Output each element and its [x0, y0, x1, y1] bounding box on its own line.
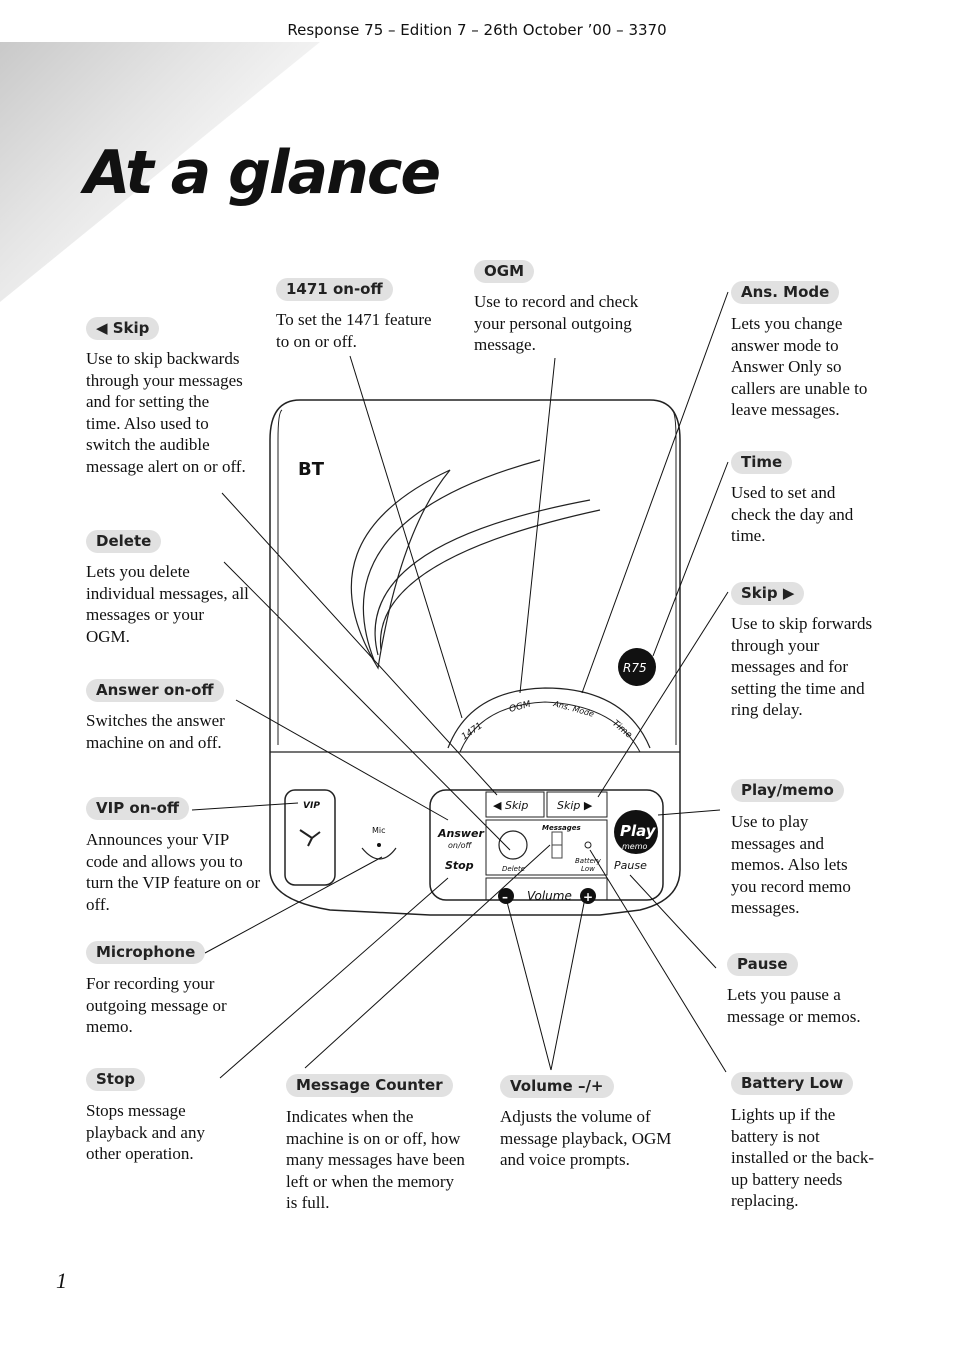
pause-key-label: Pause	[614, 859, 647, 872]
skip-fwd-key: Skip ▶	[557, 799, 593, 812]
stop-description: Stops message playback and any other ope…	[86, 1101, 205, 1163]
play-memo-description: Use to play messages and memos. Also let…	[731, 812, 851, 917]
stop-key-label: Stop	[445, 859, 474, 872]
volume-plus-key	[580, 888, 596, 904]
volume-label: Volume –/+	[500, 1075, 614, 1098]
skip-back-description: Use to skip backwards through your messa…	[86, 349, 246, 476]
ogm-description: Use to record and check your personal ou…	[474, 292, 639, 354]
counter-window	[485, 819, 608, 876]
ogm-label: OGM	[474, 260, 534, 283]
swoosh-1	[350, 469, 451, 670]
model-label: R75	[623, 661, 647, 675]
n1471-label: 1471 on-off	[276, 278, 393, 301]
skip-fwd-description: Use to skip forwards through your messag…	[731, 614, 873, 719]
key-ans-mode: Ans. Mode	[552, 699, 596, 719]
vip-on-off-label: VIP on-off	[86, 797, 190, 820]
battery-led	[584, 841, 592, 849]
play-key	[614, 810, 658, 854]
volume-minus-key	[498, 888, 514, 904]
volume-key-label: Volume	[527, 889, 572, 903]
message-counter-description: Indicates when the machine is on or off,…	[286, 1107, 465, 1212]
key-ogm: OGM	[508, 700, 532, 715]
delete-description: Lets you delete individual messages, all…	[86, 562, 249, 646]
pause-label: Pause	[727, 953, 798, 976]
play-key-label: Play	[620, 822, 657, 840]
ans-mode-label: Ans. Mode	[731, 281, 840, 304]
top-key-arc	[447, 687, 651, 749]
swoosh-3	[374, 499, 591, 656]
n1471-description: To set the 1471 feature to on or off.	[276, 310, 432, 351]
vip-panel	[284, 789, 336, 886]
leader-lines	[191, 291, 729, 1079]
swoosh-2	[362, 459, 541, 661]
vip-key-label: VIP	[303, 801, 320, 811]
low-label: Low	[581, 865, 595, 873]
time-label: Time	[731, 451, 793, 474]
page-title: At a glance	[84, 138, 441, 208]
brand-logo: BT	[298, 459, 325, 480]
ans-mode-description: Lets you change answer mode to Answer On…	[731, 314, 868, 419]
mic-label: Mic	[372, 826, 386, 835]
pause-description: Lets you pause a message or memos.	[727, 985, 861, 1026]
answer-on-off-label: Answer on-off	[86, 679, 224, 702]
battery-low-label: Battery Low	[731, 1072, 854, 1095]
device-body	[269, 399, 681, 916]
skip-back-label: ◀ Skip	[86, 317, 160, 340]
vip-on-off-description: Announces your VIP code and allows you t…	[86, 830, 261, 914]
svg-text:+: +	[583, 890, 593, 904]
delete-key	[498, 830, 528, 860]
answer-on-off-description: Switches the answer machine on and off.	[86, 711, 225, 752]
volume-description: Adjusts the volume of message playback, …	[500, 1107, 672, 1169]
page-header: Response 75 – Edition 7 – 26th October ’…	[287, 21, 667, 39]
messages-label: Messages	[542, 824, 581, 832]
answer-key-label: Answer	[437, 827, 485, 840]
stop-label: Stop	[86, 1068, 146, 1091]
key-1471: 1471	[460, 721, 484, 742]
model-badge	[618, 648, 656, 686]
delete-label: Delete	[86, 530, 162, 553]
message-counter-label: Message Counter	[286, 1074, 453, 1097]
play-memo-label: Play/memo	[731, 779, 844, 802]
time-description: Used to set and check the day and time.	[731, 483, 854, 545]
on-off-label: on/off	[448, 841, 473, 850]
swoosh-4	[379, 509, 601, 651]
memo-key-label: memo	[622, 842, 648, 851]
microphone-description: For recording your outgoing message or m…	[86, 974, 227, 1036]
delete-key-label: Delete	[502, 865, 525, 873]
battery-label: Battery	[575, 857, 602, 865]
svg-text:–: –	[502, 890, 508, 904]
battery-low-description: Lights up if the battery is not installe…	[731, 1105, 875, 1210]
mic-hole	[377, 843, 381, 847]
skip-fwd-label: Skip ▶	[731, 582, 805, 605]
page-number: 1	[56, 1268, 67, 1293]
skip-back-key: ◀ Skip	[493, 799, 528, 812]
microphone-label: Microphone	[86, 941, 206, 964]
